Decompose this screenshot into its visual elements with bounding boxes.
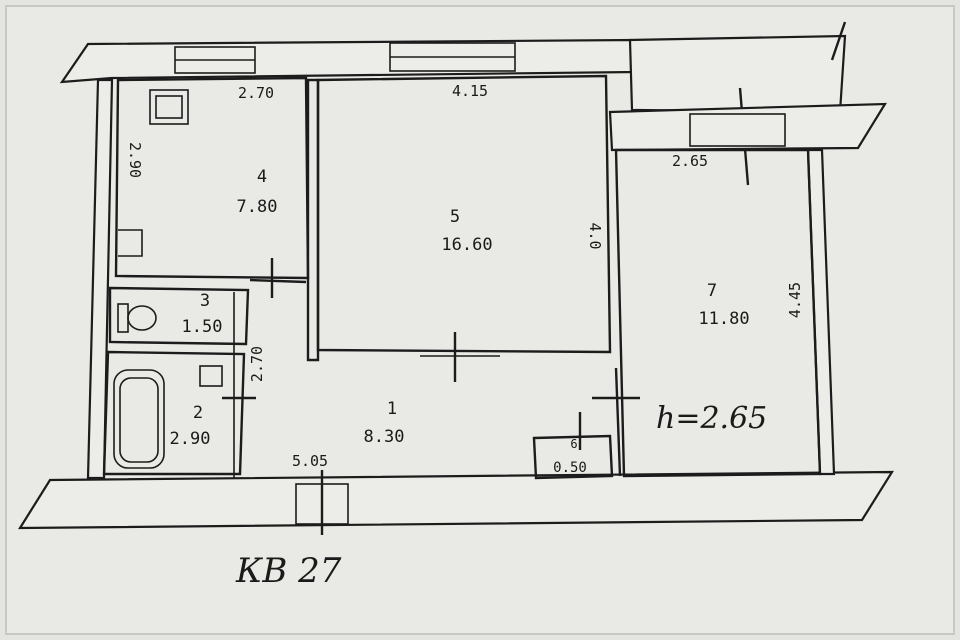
- window-room7: [689, 113, 786, 147]
- room5-height-dim: 4.0: [586, 222, 604, 249]
- corridor-width-dim: 5.05: [292, 452, 328, 470]
- bottom-exterior-wall: [18, 470, 894, 530]
- room4-area: 7.80: [237, 197, 278, 217]
- room3-outline: [108, 286, 250, 346]
- washbasin-icon: [199, 365, 223, 387]
- stove-icon: [149, 89, 189, 125]
- room1-area: 8.30: [364, 427, 405, 447]
- room6-outline: [532, 434, 614, 480]
- room5-area: 16.60: [441, 235, 492, 255]
- bathtub-icon: [113, 369, 165, 469]
- right-exterior-wall: [608, 102, 888, 152]
- room4-number: 4: [257, 167, 267, 187]
- room1-number: 1: [387, 399, 397, 419]
- room2-area: 2.90: [170, 429, 211, 449]
- ceiling-height-label: h=2.65: [656, 401, 767, 436]
- apartment-label: КВ 27: [235, 551, 342, 591]
- corridor-right-wall: [614, 367, 622, 477]
- room5-number: 5: [450, 207, 460, 227]
- room6-area: 0.50: [553, 460, 587, 476]
- bathtub-inner-icon: [119, 377, 159, 463]
- room7-width-dim: 2.65: [672, 152, 708, 170]
- wc-dim: 2.70: [248, 346, 266, 382]
- room2-outline: [102, 350, 246, 476]
- room7-area: 11.80: [698, 309, 749, 329]
- room7-height-dim: 4.45: [786, 282, 804, 318]
- room4-door: [249, 278, 307, 284]
- sink-icon: [118, 229, 143, 257]
- room3-area: 1.50: [182, 317, 223, 337]
- room6-number: 6: [570, 437, 577, 451]
- room4-width-dim: 2.70: [238, 84, 274, 102]
- room5-left-wall: [306, 78, 320, 362]
- balcony-edge-tick: [830, 21, 847, 61]
- room7-number: 7: [707, 281, 717, 301]
- room4-height-dim: 2.90: [126, 142, 144, 178]
- stove-icon-inner: [155, 95, 183, 119]
- room2-number: 2: [193, 403, 203, 423]
- room3-number: 3: [200, 291, 210, 311]
- room7-outline: [614, 148, 822, 478]
- room5-width-dim: 4.15: [452, 82, 488, 100]
- balcony: [628, 34, 847, 114]
- toilet-tank-icon: [117, 303, 129, 333]
